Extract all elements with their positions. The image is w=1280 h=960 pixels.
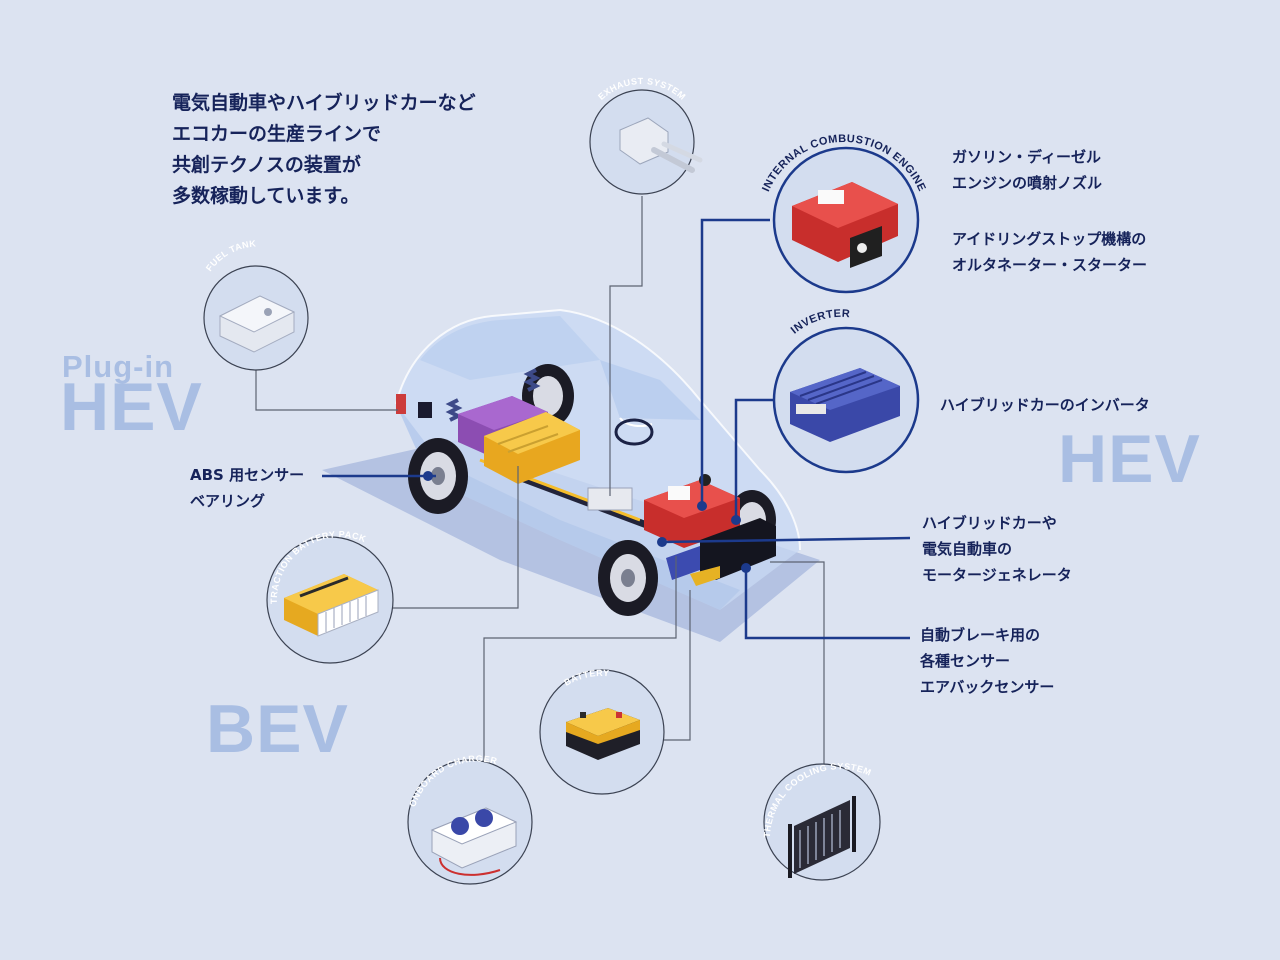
label-line: 自動ブレーキ用の bbox=[920, 626, 1041, 644]
front-wheel-left bbox=[598, 540, 658, 616]
fuel-tank-icon bbox=[218, 295, 296, 353]
onboard-charger-icon bbox=[430, 807, 518, 876]
intro-line: 共創テクノスの装置が bbox=[172, 154, 361, 176]
engine-icon bbox=[792, 182, 898, 268]
abs-description: ABS 用センサー ベアリング bbox=[190, 462, 304, 514]
exhaust-icon bbox=[619, 117, 703, 173]
yellow-battery-pack bbox=[484, 412, 580, 484]
traction-battery-icon bbox=[284, 574, 379, 637]
connector-dots bbox=[423, 471, 751, 573]
engine-block bbox=[644, 474, 740, 548]
bev-label: BEV bbox=[206, 691, 349, 767]
label-line: エンジンの噴射ノズル bbox=[952, 174, 1103, 192]
plug-in-label: Plug-in bbox=[62, 349, 175, 384]
idle-stop-description: アイドリングストップ機構の オルタネーター・スターター bbox=[952, 226, 1147, 278]
label-line: 各種センサー bbox=[920, 652, 1011, 670]
intro-line: 多数稼動しています。 bbox=[172, 185, 360, 207]
intro-line: 電気自動車やハイブリッドカーなど bbox=[172, 92, 476, 114]
connector-lines-gray bbox=[255, 196, 825, 778]
thermal-cooling-icon bbox=[788, 796, 856, 878]
battery-icon bbox=[566, 708, 640, 760]
label-line: ベアリング bbox=[190, 492, 266, 510]
rear-suspension bbox=[445, 368, 541, 422]
label-line: エアバックセンサー bbox=[920, 678, 1055, 696]
inverter-icon bbox=[790, 368, 900, 442]
steering-wheel bbox=[614, 418, 654, 446]
label-line: 電気自動車の bbox=[922, 540, 1013, 558]
label-line: ハイブリッドカーのインバータ bbox=[940, 396, 1150, 414]
brake-sensor-description: 自動ブレーキ用の 各種センサー エアバックセンサー bbox=[920, 622, 1054, 700]
engine-description: ガソリン・ディーゼル エンジンの噴射ノズル bbox=[952, 144, 1102, 196]
motor-generator-description: ハイブリッドカーや 電気自動車の モータージェネレータ bbox=[922, 510, 1072, 588]
hev-label: HEV bbox=[1058, 421, 1201, 497]
label-line: オルタネーター・スターター bbox=[952, 256, 1148, 274]
label-line: ガソリン・ディーゼル bbox=[952, 148, 1101, 166]
label-line: ABS 用センサー bbox=[190, 466, 305, 484]
rear-wheel-left bbox=[408, 438, 468, 514]
label-line: モータージェネレータ bbox=[922, 566, 1072, 584]
label-line: ハイブリッドカーや bbox=[922, 514, 1057, 532]
label-line: アイドリングストップ機構の bbox=[952, 230, 1147, 248]
intro-text: 電気自動車やハイブリッドカーなど エコカーの生産ラインで 共創テクノスの装置が … bbox=[172, 88, 476, 212]
phev-label: HEV bbox=[60, 369, 203, 445]
motor-unit bbox=[666, 518, 776, 586]
inverter-description: ハイブリッドカーのインバータ bbox=[940, 392, 1150, 418]
intro-line: エコカーの生産ラインで bbox=[172, 123, 382, 145]
